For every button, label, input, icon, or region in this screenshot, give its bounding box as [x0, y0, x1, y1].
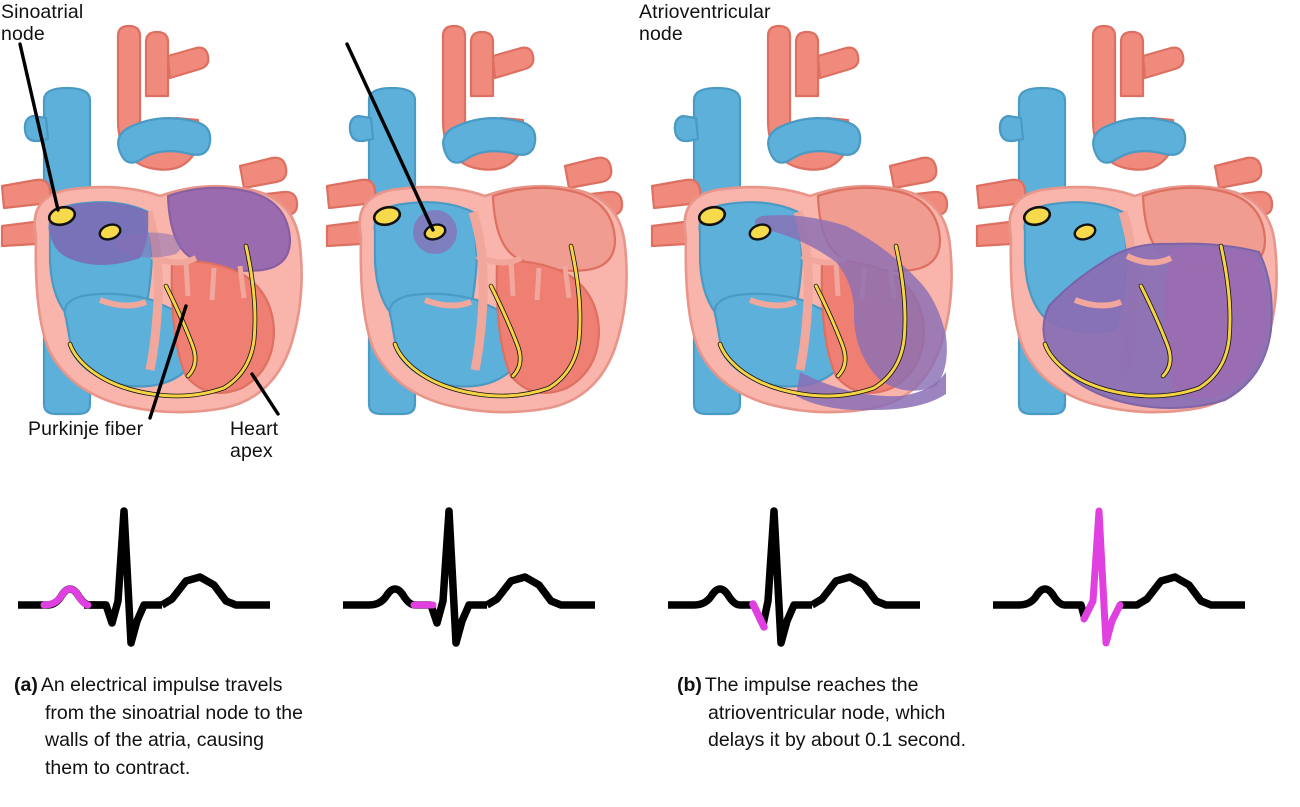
- caption-letter: (a): [14, 674, 38, 696]
- ecg-trace-c: [650, 455, 975, 660]
- caption-a: (a)An electrical impulse travels from th…: [14, 672, 304, 783]
- heart-diagram-c: [650, 0, 975, 455]
- ecg-highlight-q-descent: [749, 600, 768, 631]
- caption-text: The impulse reaches the atrioventricular…: [704, 674, 967, 752]
- caption-text: An electrical impulse travels from the s…: [40, 674, 303, 780]
- heart-illustration-b: [325, 24, 628, 416]
- panel-a: Sinoatrial node Purkinje fiber Heart ape…: [0, 0, 325, 807]
- leader-lines: [345, 42, 435, 232]
- ecg-trace-d: [975, 455, 1300, 660]
- av-node-marker: [423, 223, 447, 241]
- label-purkinje-fiber: Purkinje fiber: [28, 418, 144, 440]
- leader-lines: [18, 42, 280, 420]
- heart-diagram-a: [0, 0, 325, 455]
- sa-node-marker: [372, 205, 402, 227]
- bundle-branch-depolarized-path: [754, 215, 947, 391]
- apex-depolarized: [796, 372, 946, 411]
- av-node-marker: [98, 223, 122, 241]
- panel-c: (c)Bundle branches carry signals from th…: [650, 0, 975, 807]
- sa-node-marker: [1022, 205, 1052, 227]
- label-heart-apex: Heart apex: [230, 418, 279, 462]
- ecg-highlight-p-wave: [40, 585, 92, 609]
- ecg-trace-a: [0, 455, 325, 660]
- av-node-marker: [748, 223, 772, 241]
- panel-d: (d)The signal spreads through the ventri…: [975, 0, 1300, 807]
- sa-node-marker: [47, 205, 77, 227]
- sa-node-marker: [697, 205, 727, 227]
- ecg-trace-b: [325, 455, 650, 660]
- caption-b: (b)The impulse reaches the atrioventricu…: [677, 672, 967, 755]
- heart-illustration-a: [0, 24, 303, 420]
- ecg-highlight-qrs-complex: [1080, 507, 1124, 647]
- label-atrioventricular-node: Atrioventricular node: [639, 1, 771, 45]
- panel-b: Atrioventricular node (b)The impulse rea…: [325, 0, 966, 807]
- heart-illustration-c: [650, 24, 953, 416]
- label-sinoatrial-node: Sinoatrial node: [1, 1, 84, 45]
- heart-diagram-b: [325, 0, 650, 455]
- heart-diagram-d: [975, 0, 1300, 455]
- heart-illustration-d: [975, 24, 1278, 416]
- av-node-marker: [1073, 223, 1097, 241]
- caption-letter: (b): [677, 674, 702, 696]
